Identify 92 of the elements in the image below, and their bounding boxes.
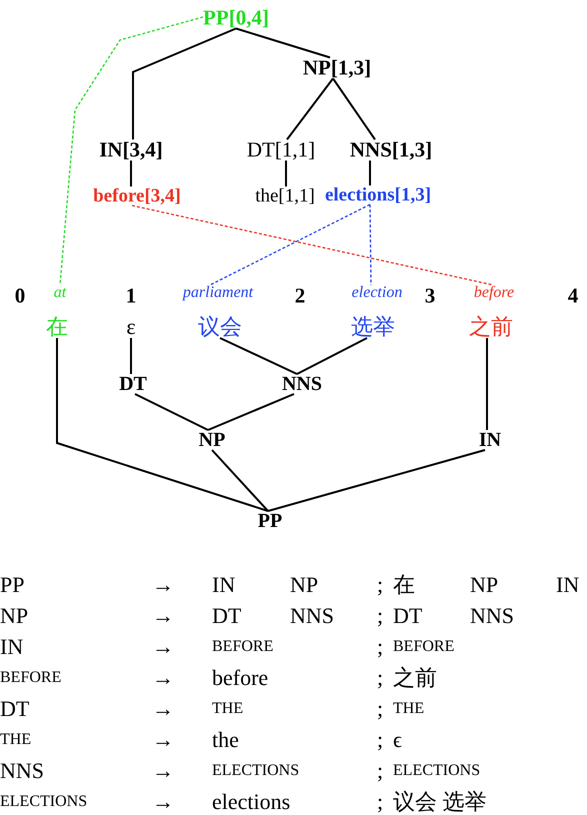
separator-symbol: ; xyxy=(377,636,384,658)
alignment-line xyxy=(369,204,372,285)
tree-branch xyxy=(134,393,208,431)
separator-symbol: ; xyxy=(377,698,384,720)
tree-branch xyxy=(236,28,330,58)
position-number: 1 xyxy=(126,286,136,306)
rule-symbol: before xyxy=(212,667,268,689)
gloss-word: parliament xyxy=(182,285,254,301)
gloss-word: before xyxy=(474,285,514,301)
tree-branch xyxy=(285,160,287,186)
tree-branch xyxy=(220,337,298,375)
separator-symbol: ; xyxy=(377,574,384,596)
rule-symbol: THE xyxy=(393,701,424,717)
rule-symbol: NNS xyxy=(470,605,514,627)
rule-symbol: THE xyxy=(212,701,244,717)
tree-branch xyxy=(369,160,371,186)
rule-symbol: 议会 选举 xyxy=(393,791,486,813)
source-word: 之前 xyxy=(469,316,513,338)
rule-symbol: ELECTIONS xyxy=(0,794,88,810)
alignment-line xyxy=(59,16,204,286)
rule-symbol: IN xyxy=(0,636,24,658)
tree-branch xyxy=(130,338,132,374)
alignment-line xyxy=(132,204,494,286)
source-word: 选举 xyxy=(351,316,395,338)
phrase-label: IN[3,4] xyxy=(99,140,163,160)
phrase-label: NNS[1,3] xyxy=(350,140,432,160)
rewrite-arrow: → xyxy=(152,605,174,627)
rule-symbol: NNS xyxy=(0,760,44,782)
source-word: ε xyxy=(126,316,136,338)
phrase-label: DT[1,1] xyxy=(246,140,316,160)
separator-symbol: ; xyxy=(377,760,384,782)
rule-symbol: ELECTIONS xyxy=(393,763,480,779)
rule-symbol: THE xyxy=(0,732,32,748)
separator-symbol: ; xyxy=(377,605,384,627)
position-number: 0 xyxy=(14,286,26,306)
tree-branch xyxy=(332,78,376,140)
phrase-label: NP[1,3] xyxy=(302,58,372,78)
source-word: 在 xyxy=(46,316,68,338)
phrase-label: NNS xyxy=(282,374,322,394)
separator-symbol: ; xyxy=(377,667,384,689)
tree-branch xyxy=(296,337,368,375)
word-label: elections[1,3] xyxy=(324,186,432,204)
rewrite-arrow: → xyxy=(152,791,174,813)
gloss-word: election xyxy=(352,285,402,301)
rule-symbol: 在 xyxy=(393,574,415,596)
tree-branch xyxy=(130,160,132,186)
rule-symbol: ϵ xyxy=(393,729,402,751)
phrase-label: NP xyxy=(198,430,226,450)
rewrite-arrow: → xyxy=(152,760,174,782)
rule-symbol: BEFORE xyxy=(393,639,454,655)
rule-symbol: DT xyxy=(0,698,30,720)
tree-branch xyxy=(56,338,268,512)
position-number: 4 xyxy=(568,286,578,306)
tree-branch xyxy=(132,28,236,140)
rewrite-arrow: → xyxy=(152,698,174,720)
alignment-line xyxy=(210,204,370,286)
rule-symbol: DT xyxy=(212,605,242,627)
rule-symbol: the xyxy=(212,729,239,751)
rule-symbol: BEFORE xyxy=(0,670,62,686)
rule-symbol: DT xyxy=(393,605,422,627)
rule-symbol: NP xyxy=(470,574,498,596)
tree-branch xyxy=(486,338,488,430)
tree-branch xyxy=(208,393,294,431)
phrase-label: DT xyxy=(119,374,147,394)
rewrite-arrow: → xyxy=(152,574,174,596)
word-label: the[1,1] xyxy=(255,186,315,206)
word-label: before[3,4] xyxy=(93,186,181,206)
separator-symbol: ; xyxy=(377,791,384,813)
phrase-label: PP xyxy=(258,511,282,531)
rule-symbol: NNS xyxy=(290,605,334,627)
rule-symbol: 之前 xyxy=(393,667,437,689)
position-number: 2 xyxy=(294,286,306,306)
rule-symbol: NP xyxy=(290,574,318,596)
rule-symbol: IN xyxy=(556,574,580,596)
position-number: 3 xyxy=(424,286,436,306)
gloss-word: at xyxy=(54,285,66,301)
phrase-label: PP[0,4] xyxy=(203,8,269,28)
source-word: 议会 xyxy=(198,316,242,338)
phrase-label: IN xyxy=(478,430,502,450)
rewrite-arrow: → xyxy=(152,636,174,658)
rule-symbol: BEFORE xyxy=(212,639,274,655)
separator-symbol: ; xyxy=(377,729,384,751)
rule-symbol: NP xyxy=(0,605,28,627)
rewrite-arrow: → xyxy=(152,729,174,751)
rule-symbol: PP xyxy=(0,574,24,596)
rule-symbol: elections xyxy=(212,791,290,813)
tree-branch xyxy=(268,449,486,512)
rule-symbol: IN xyxy=(212,574,236,596)
tree-branch xyxy=(211,449,269,512)
rewrite-arrow: → xyxy=(152,667,174,689)
tree-branch xyxy=(286,78,334,140)
rule-symbol: ELECTIONS xyxy=(212,763,300,779)
